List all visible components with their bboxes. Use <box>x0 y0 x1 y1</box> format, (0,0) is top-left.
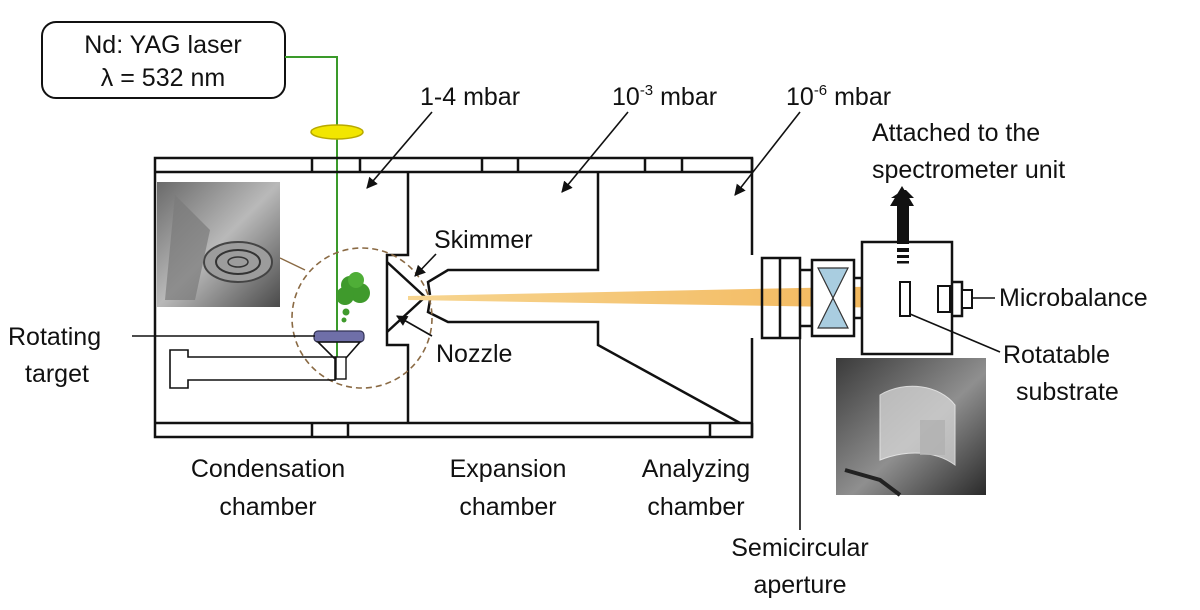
spectrometer-label-line1: Attached to the <box>872 119 1040 147</box>
skimmer-label: Skimmer <box>434 226 533 254</box>
skimmer-lower <box>426 299 741 425</box>
photo-substrate-icon <box>836 358 986 497</box>
skimmer-upper <box>426 172 600 296</box>
analyzing-label-line2: chamber <box>647 493 744 521</box>
pressure-analyzing: 10-6 mbar <box>786 82 891 111</box>
rotating-target-label-line2: target <box>25 360 89 388</box>
pressure-condensation: 1-4 mbar <box>420 83 520 111</box>
substrate-plate <box>899 281 911 317</box>
chamber-top-wall <box>153 156 754 172</box>
photo-target-icon <box>157 182 280 307</box>
pressure-arrow-1 <box>366 111 433 189</box>
rotating-target-icon <box>169 330 365 389</box>
rotatable-substrate-label-line1: Rotatable <box>1003 341 1110 369</box>
expansion-label-line1: Expansion <box>450 455 567 483</box>
nozzle-label: Nozzle <box>436 340 512 368</box>
spectrometer-label-line2: spectrometer unit <box>872 156 1065 184</box>
rotating-target-label-line1: Rotating <box>8 323 101 351</box>
laser-wavelength: λ = 532 nm <box>101 64 225 92</box>
pressure-arrow-3 <box>734 111 801 196</box>
condensation-label-line2: chamber <box>219 493 316 521</box>
photo-leader-line <box>279 257 306 271</box>
pressure-arrow-2 <box>561 111 629 193</box>
aperture-assembly <box>760 240 973 356</box>
aperture-label-line2: aperture <box>753 571 846 599</box>
laser-lens-icon <box>310 124 364 140</box>
pressure-expansion: 10-3 mbar <box>612 82 717 111</box>
laser-beam <box>285 56 338 365</box>
rotatable-substrate-leader <box>909 313 1001 353</box>
microbalance-label: Microbalance <box>999 284 1148 312</box>
cluster-beam <box>408 286 900 308</box>
chamber-bottom-wall <box>153 423 754 439</box>
laser-box-frame <box>41 21 286 99</box>
laser-box: Nd: YAG laser λ = 532 nm <box>41 21 286 99</box>
rotatable-substrate-label-line2: substrate <box>1016 378 1119 406</box>
divider-condensation-expansion <box>385 172 410 423</box>
condensation-label-line1: Condensation <box>191 455 345 483</box>
skimmer-arrow <box>414 253 437 277</box>
upward-arrow-icon <box>890 186 914 264</box>
aperture-label-line1: Semicircular <box>731 534 869 562</box>
plume-icon <box>336 272 370 323</box>
analyzing-label-line1: Analyzing <box>642 455 750 483</box>
magnified-region-circle <box>291 247 433 389</box>
nozzle-arrow <box>396 315 433 337</box>
expansion-label-line2: chamber <box>459 493 556 521</box>
laser-name: Nd: YAG laser <box>84 31 241 59</box>
aperture-lens-icon <box>817 267 849 329</box>
chamber-inner-edges <box>155 170 752 425</box>
